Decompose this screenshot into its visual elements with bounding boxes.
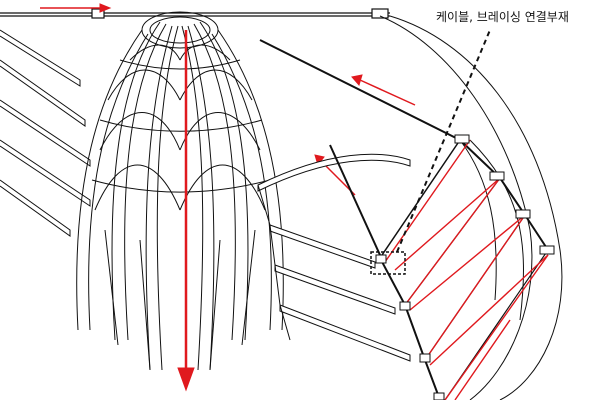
stacked-floor-plates (257, 153, 411, 362)
curved-cable-frame (259, 15, 563, 400)
left-floor-plates (0, 29, 91, 237)
cable-bracing-connector (370, 29, 491, 275)
bracing-cables (384, 139, 549, 400)
annotation-label: 케이블, 브레이싱 연결부재 (436, 10, 569, 24)
vaulted-rib-dome (76, 11, 284, 371)
force-arrows (40, 3, 416, 392)
connector-nodes (375, 134, 555, 400)
